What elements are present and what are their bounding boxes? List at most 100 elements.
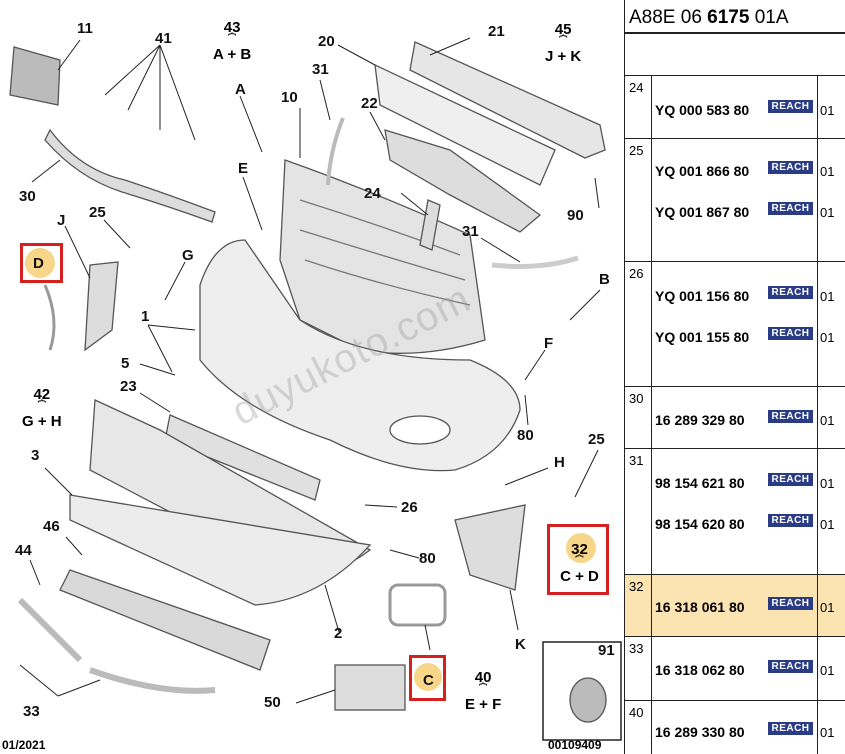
part-number[interactable]: YQ 001 155 80: [655, 329, 750, 345]
row-divider: [817, 575, 818, 636]
part-number[interactable]: YQ 001 867 80: [655, 204, 750, 220]
row-divider: [651, 637, 652, 700]
callout-23: 23: [120, 378, 137, 395]
quantity: 01: [820, 164, 835, 179]
quantity: 01: [820, 205, 835, 220]
group-43-text: A + B: [213, 46, 252, 64]
part-number[interactable]: 16 318 062 80: [655, 662, 745, 678]
row-number: 26: [629, 266, 644, 281]
highlight-C-dot: [414, 663, 442, 691]
row-divider: [651, 701, 652, 754]
part-number[interactable]: 16 289 330 80: [655, 724, 745, 740]
part-number[interactable]: YQ 001 156 80: [655, 288, 750, 304]
row-number: 31: [629, 453, 644, 468]
group-32-brace: ⏞: [575, 554, 584, 571]
part-number[interactable]: 16 289 329 80: [655, 412, 745, 428]
callout-24: 24: [364, 185, 381, 202]
reach-badge: REACH: [768, 286, 813, 299]
callout-26: 26: [401, 499, 418, 516]
doc-code-prefix: A88E 06: [629, 7, 708, 28]
callout-25-right: 25: [588, 431, 605, 448]
callout-44: 44: [15, 542, 32, 559]
part-D-ring: [43, 284, 56, 351]
quantity: 01: [820, 663, 835, 678]
group-45-text: J + K: [545, 48, 582, 66]
part-number[interactable]: 98 154 621 80: [655, 475, 745, 491]
callout-11: 11: [77, 20, 93, 37]
callout-21: 21: [488, 23, 505, 40]
callout-25-left: 25: [89, 204, 106, 221]
row-divider: [651, 387, 652, 448]
part-number[interactable]: 98 154 620 80: [655, 516, 745, 532]
part-11-plate: [9, 46, 61, 106]
callout-K: K: [515, 636, 526, 653]
part-24: [419, 199, 441, 251]
part-50-clips: [334, 664, 406, 711]
callout-91: 91: [598, 642, 615, 659]
group-40: 40 ⏞ E + F: [465, 669, 501, 713]
callout-90: 90: [567, 207, 584, 224]
highlight-D[interactable]: D: [20, 243, 63, 283]
reach-badge: REACH: [768, 597, 813, 610]
part-number[interactable]: YQ 000 583 80: [655, 102, 750, 118]
row-divider: [651, 139, 652, 261]
callout-E: E: [238, 160, 249, 177]
part-44-strip: [17, 597, 83, 663]
part-1-bumper: [199, 239, 521, 472]
quantity: 01: [820, 103, 835, 118]
part-number[interactable]: YQ 001 866 80: [655, 163, 750, 179]
highlight-C[interactable]: C: [409, 655, 446, 701]
part-K-bracket: [454, 504, 526, 591]
part-number[interactable]: 16 318 061 80: [655, 599, 745, 615]
part-46-skid: [59, 569, 271, 671]
group-42-text: G + H: [22, 413, 62, 431]
group-42: 42 ⏞ G + H: [22, 386, 62, 430]
highlight-D-dot: [25, 248, 55, 278]
row-number: 24: [629, 80, 644, 95]
highlight-group-32[interactable]: 32 ⏞ C + D: [547, 524, 609, 595]
group-42-num: 42: [33, 386, 51, 403]
row-divider: [651, 575, 652, 636]
reach-badge: REACH: [768, 161, 813, 174]
callout-33: 33: [23, 703, 40, 720]
footer-code: 00109409: [548, 738, 602, 752]
group-32: 32 ⏞ C + D: [556, 541, 603, 585]
reach-badge: REACH: [768, 100, 813, 113]
quantity: 01: [820, 330, 835, 345]
row-number: 40: [629, 705, 644, 720]
callout-31-right: 31: [462, 223, 479, 240]
row-divider: [817, 701, 818, 754]
table-row[interactable]: 24 YQ 000 583 80 REACH 01: [625, 75, 845, 138]
callout-1: 1: [141, 308, 150, 325]
callout-2: 2: [334, 625, 343, 642]
group-45-brace: ⏞: [558, 34, 568, 51]
callout-46: 46: [43, 518, 60, 535]
reach-badge: REACH: [768, 202, 813, 215]
callout-3: 3: [31, 447, 40, 464]
group-32-num: 32: [571, 541, 588, 558]
callout-10: 10: [281, 89, 298, 106]
part-33-strip: [88, 667, 216, 694]
group-43-num: 43: [223, 19, 241, 36]
diagram-drawing: [9, 37, 622, 741]
group-42-brace: ⏞: [37, 399, 46, 416]
quantity: 01: [820, 517, 835, 532]
part-C-ring: [388, 583, 447, 627]
highlight-C-label: C: [423, 672, 434, 689]
row-number: 32: [629, 579, 644, 594]
callout-5: 5: [121, 355, 130, 372]
footer-date: 01/2021: [2, 738, 46, 752]
reach-badge: REACH: [768, 660, 813, 673]
callout-80-bottom: 80: [419, 550, 436, 567]
group-45: 45 ⏞ J + K: [545, 21, 581, 65]
parts-diagram: 11 41 20 21 31 10 22 A 30 E 24 90 J 25 3…: [2, 19, 622, 752]
doc-code-bold: 6175: [707, 7, 750, 28]
callout-B: B: [599, 271, 610, 288]
